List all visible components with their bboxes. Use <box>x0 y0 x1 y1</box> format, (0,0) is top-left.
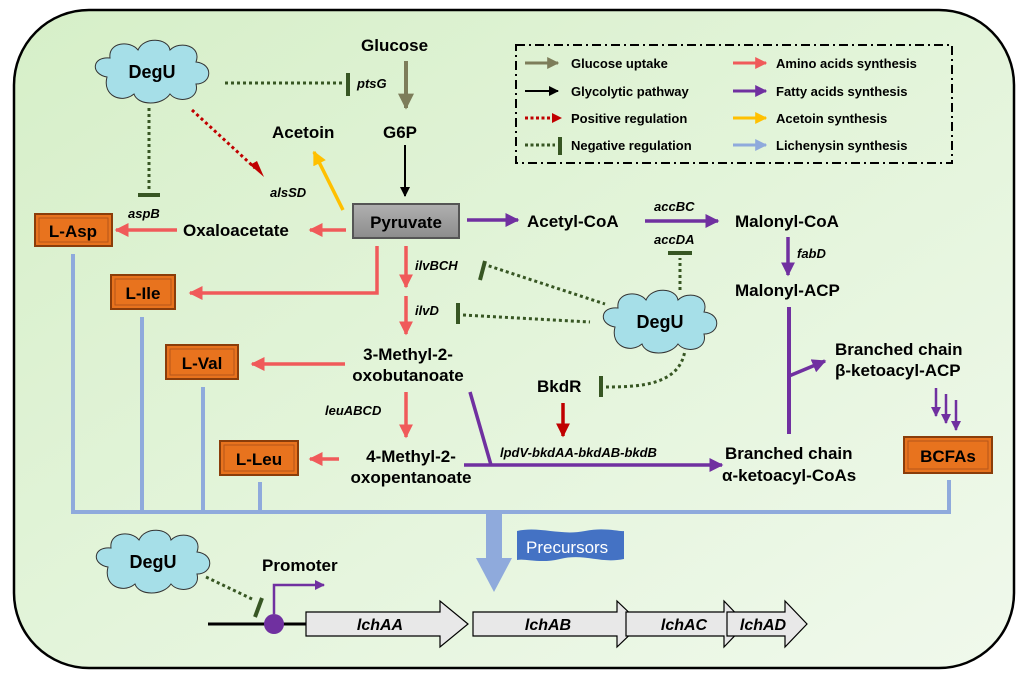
node-bc-ketoacyl-acp-line2: β-ketoacyl-ACP <box>835 361 961 380</box>
svg-text:BCFAs: BCFAs <box>920 447 976 466</box>
operon-gene-lchAA: lchAA <box>305 599 469 649</box>
node-3-methyl-2-oxobutanoate-line1: 3-Methyl-2- <box>363 345 453 364</box>
precursor-arrow-shaft <box>486 512 502 558</box>
degu-cloud-middle: DegU <box>602 289 718 354</box>
node-oxaloacetate: Oxaloacetate <box>183 221 289 240</box>
promoter-label: Promoter <box>262 556 338 575</box>
gene-bkd-operon: lpdV-bkdAA-bkdAB-bkdB <box>500 445 657 460</box>
svg-text:DegU: DegU <box>128 62 175 82</box>
gene-fabD: fabD <box>797 246 827 261</box>
background-panel <box>12 8 1016 670</box>
operon-gene-lchAD: lchAD <box>726 599 808 649</box>
node-bkdr: BkdR <box>537 377 581 396</box>
acetoin-synthesis-arrow <box>312 150 345 211</box>
legend: Glucose uptake Glycolytic pathway Positi… <box>515 44 953 164</box>
node-malonyl-coa: Malonyl-CoA <box>735 212 839 231</box>
legend-label-acetoin: Acetoin synthesis <box>776 111 887 126</box>
legend-label-negative-regulation: Negative regulation <box>571 138 692 153</box>
node-acetyl-coa: Acetyl-CoA <box>527 212 619 231</box>
node-bc-ketoacyl-coas-line2: α-ketoacyl-CoAs <box>722 466 856 485</box>
product-bcfas: BCFAs <box>903 436 993 474</box>
svg-text:lchAA: lchAA <box>357 617 403 634</box>
operon-gene-lchAC: lchAC <box>625 599 747 649</box>
legend-label-glucose-uptake: Glucose uptake <box>571 56 668 71</box>
degu-bkdr-inhibition-line <box>605 349 687 389</box>
node-4-methyl-2-oxopentanoate-line1: 4-Methyl-2- <box>366 447 456 466</box>
degu-cloud-bottom: DegU <box>95 529 211 594</box>
node-pyruvate: Pyruvate <box>352 203 460 239</box>
bc-ketoacyl-acp-arrow <box>788 359 827 378</box>
gene-aspB: aspB <box>128 206 160 221</box>
svg-text:lchAB: lchAB <box>525 617 571 634</box>
oxobutanoate-bkd-line <box>468 391 493 466</box>
product-l-val: L-Val <box>165 344 239 380</box>
degu-cloud-top: DegU <box>94 39 210 104</box>
gene-accDA: accDA <box>654 232 694 247</box>
product-l-leu: L-Leu <box>219 440 299 476</box>
svg-text:lchAD: lchAD <box>740 617 787 634</box>
product-l-ile: L-Ile <box>110 274 176 310</box>
promoter-site <box>264 614 284 634</box>
precursors-flag: Precursors <box>517 529 624 562</box>
svg-text:lchAC: lchAC <box>661 617 708 634</box>
legend-label-lichenysin: Lichenysin synthesis <box>776 138 908 153</box>
pyruvate-ile-arrow <box>188 246 379 300</box>
svg-text:L-Leu: L-Leu <box>236 450 282 469</box>
gene-ilvBCH: ilvBCH <box>415 258 458 273</box>
node-bc-ketoacyl-acp-line1: Branched chain <box>835 340 963 359</box>
transcription-start-arrow <box>272 580 325 614</box>
gene-leuABCD: leuABCD <box>325 403 382 418</box>
svg-text:Pyruvate: Pyruvate <box>370 213 442 232</box>
gene-ptsG: ptsG <box>356 76 387 91</box>
node-glucose: Glucose <box>361 36 428 55</box>
node-g6p: G6P <box>383 123 417 142</box>
node-malonyl-acp: Malonyl-ACP <box>735 281 840 300</box>
node-bc-ketoacyl-coas-line1: Branched chain <box>725 444 853 463</box>
gene-ilvD: ilvD <box>415 303 439 318</box>
legend-label-fatty-acids: Fatty acids synthesis <box>776 84 908 99</box>
degu-promoter-inhibition-line <box>205 575 253 601</box>
gene-accBC: accBC <box>654 199 695 214</box>
svg-text:DegU: DegU <box>129 552 176 572</box>
promoter-inhibition-bar <box>253 597 264 618</box>
gene-alsSD: alsSD <box>270 185 307 200</box>
node-4-methyl-2-oxopentanoate-line2: oxopentanoate <box>351 468 472 487</box>
node-3-methyl-2-oxobutanoate-line2: oxobutanoate <box>352 366 463 385</box>
svg-text:L-Ile: L-Ile <box>126 284 161 303</box>
product-l-asp: L-Asp <box>34 213 113 247</box>
ilvBCH-inhibition-bar <box>478 260 487 281</box>
lichenysin-precursor-lines <box>71 254 951 514</box>
svg-text:Precursors: Precursors <box>526 538 608 557</box>
svg-text:L-Val: L-Val <box>182 354 223 373</box>
legend-label-positive-regulation: Positive regulation <box>571 111 687 126</box>
legend-label-amino-acids: Amino acids synthesis <box>776 56 917 71</box>
legend-label-glycolytic: Glycolytic pathway <box>571 84 690 99</box>
degu-alsSD-activation-arrow <box>250 161 264 177</box>
precursor-arrow-head <box>476 558 512 592</box>
svg-text:L-Asp: L-Asp <box>49 222 97 241</box>
legend-positive-regulation-arrow <box>552 113 562 123</box>
svg-text:DegU: DegU <box>636 312 683 332</box>
node-acetoin: Acetoin <box>272 123 334 142</box>
